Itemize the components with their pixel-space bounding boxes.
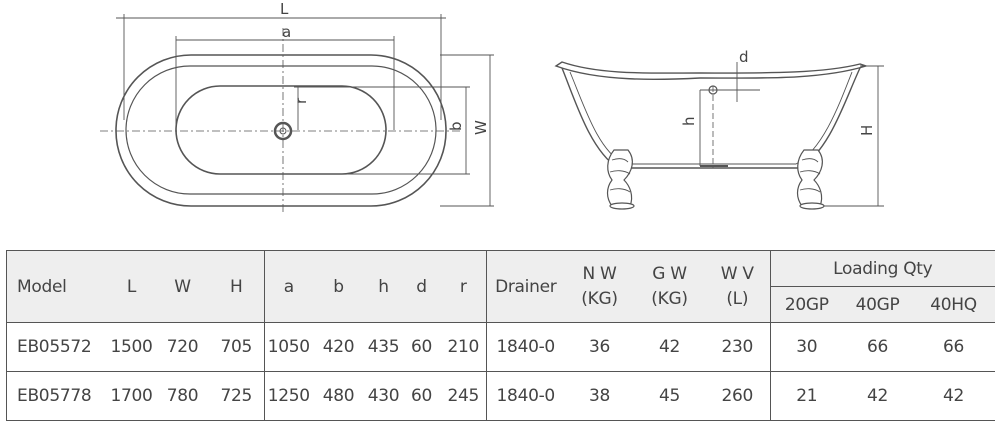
drain-hole xyxy=(273,121,293,141)
cell-gw: 42 xyxy=(634,322,705,372)
cell-gw: 45 xyxy=(634,371,705,421)
cell-H: 705 xyxy=(208,322,265,372)
header-gw-line1: G W xyxy=(652,263,687,284)
header-b: b xyxy=(312,250,365,323)
cell-model: EB05778 xyxy=(6,371,107,421)
bathtub-technical-drawing: L a r b W xyxy=(100,0,884,215)
dim-label-b: b xyxy=(447,121,465,131)
header-nw-line1: N W xyxy=(582,263,617,284)
table-row: EB05572 1500 720 705 1050 420 435 60 210… xyxy=(6,322,995,372)
dim-label-L: L xyxy=(280,0,289,18)
cell-H: 725 xyxy=(208,371,265,421)
cell-d: 60 xyxy=(402,371,441,421)
header-gw-line2: (KG) xyxy=(651,288,688,309)
cell-wv: 260 xyxy=(704,371,771,421)
side-view xyxy=(554,61,884,207)
cell-L: 1500 xyxy=(106,322,157,372)
cell-L: 1700 xyxy=(106,371,157,421)
table-row: EB05778 1700 780 725 1250 480 430 60 245… xyxy=(6,371,995,421)
header-d: d xyxy=(402,250,441,323)
left-claw-foot xyxy=(606,149,635,210)
cell-a: 1050 xyxy=(264,322,313,372)
header-wv-line1: W V xyxy=(720,263,754,284)
header-40gp: 40GP xyxy=(842,286,913,323)
header-gross-weight: G W (KG) xyxy=(634,250,705,323)
cell-W: 720 xyxy=(156,322,209,372)
cell-r: 245 xyxy=(440,371,487,421)
cell-d: 60 xyxy=(402,322,441,372)
dim-label-h: h xyxy=(680,116,698,126)
dim-label-a: a xyxy=(282,23,291,41)
cell-40gp: 42 xyxy=(842,371,913,421)
dim-label-W: W xyxy=(472,120,490,135)
header-loading-qty: Loading Qty xyxy=(770,250,995,287)
header-h: h xyxy=(364,250,403,323)
cell-nw: 36 xyxy=(564,322,635,372)
cell-40gp: 66 xyxy=(842,322,913,372)
header-a: a xyxy=(264,250,313,323)
header-model: Model xyxy=(6,250,107,323)
specification-table: Model L W H a b h d r Drainer N W (KG) G… xyxy=(6,250,995,421)
side-view-labels: d h H xyxy=(680,48,876,136)
cell-drainer: 1840-0 xyxy=(486,322,565,372)
cell-40hq: 66 xyxy=(912,322,995,372)
cell-20gp: 21 xyxy=(770,371,843,421)
header-wv-line2: (L) xyxy=(726,288,749,309)
cell-h: 430 xyxy=(364,371,403,421)
top-view xyxy=(100,14,494,215)
tub-middle-rim xyxy=(125,65,437,195)
header-40hq: 40HQ xyxy=(912,286,995,323)
header-net-weight: N W (KG) xyxy=(564,250,635,323)
header-drainer: Drainer xyxy=(486,250,565,323)
cell-b: 420 xyxy=(312,322,365,372)
header-water-volume: W V (L) xyxy=(704,250,771,323)
tub-rim-outline xyxy=(554,61,869,81)
header-nw-line2: (KG) xyxy=(581,288,618,309)
tub-outer-rim xyxy=(115,54,447,207)
cell-40hq: 42 xyxy=(912,371,995,421)
dim-label-d: d xyxy=(739,48,749,66)
cell-a: 1250 xyxy=(264,371,313,421)
header-W: W xyxy=(156,250,209,323)
cell-wv: 230 xyxy=(704,322,771,372)
cell-model: EB05572 xyxy=(6,322,107,372)
header-r: r xyxy=(440,250,487,323)
right-claw-foot xyxy=(796,149,825,210)
tub-inner-basin xyxy=(175,85,387,175)
header-L: L xyxy=(106,250,157,323)
top-view-labels: L a r b W xyxy=(280,0,490,135)
cell-nw: 38 xyxy=(564,371,635,421)
cell-20gp: 30 xyxy=(770,322,843,372)
dim-label-H: H xyxy=(858,125,876,136)
dim-label-r: r xyxy=(292,97,310,104)
header-20gp: 20GP xyxy=(770,286,843,323)
cell-drainer: 1840-0 xyxy=(486,371,565,421)
claw-feet xyxy=(606,149,825,210)
cell-b: 480 xyxy=(312,371,365,421)
header-H: H xyxy=(208,250,265,323)
cell-r: 210 xyxy=(440,322,487,372)
cell-h: 435 xyxy=(364,322,403,372)
cell-W: 780 xyxy=(156,371,209,421)
